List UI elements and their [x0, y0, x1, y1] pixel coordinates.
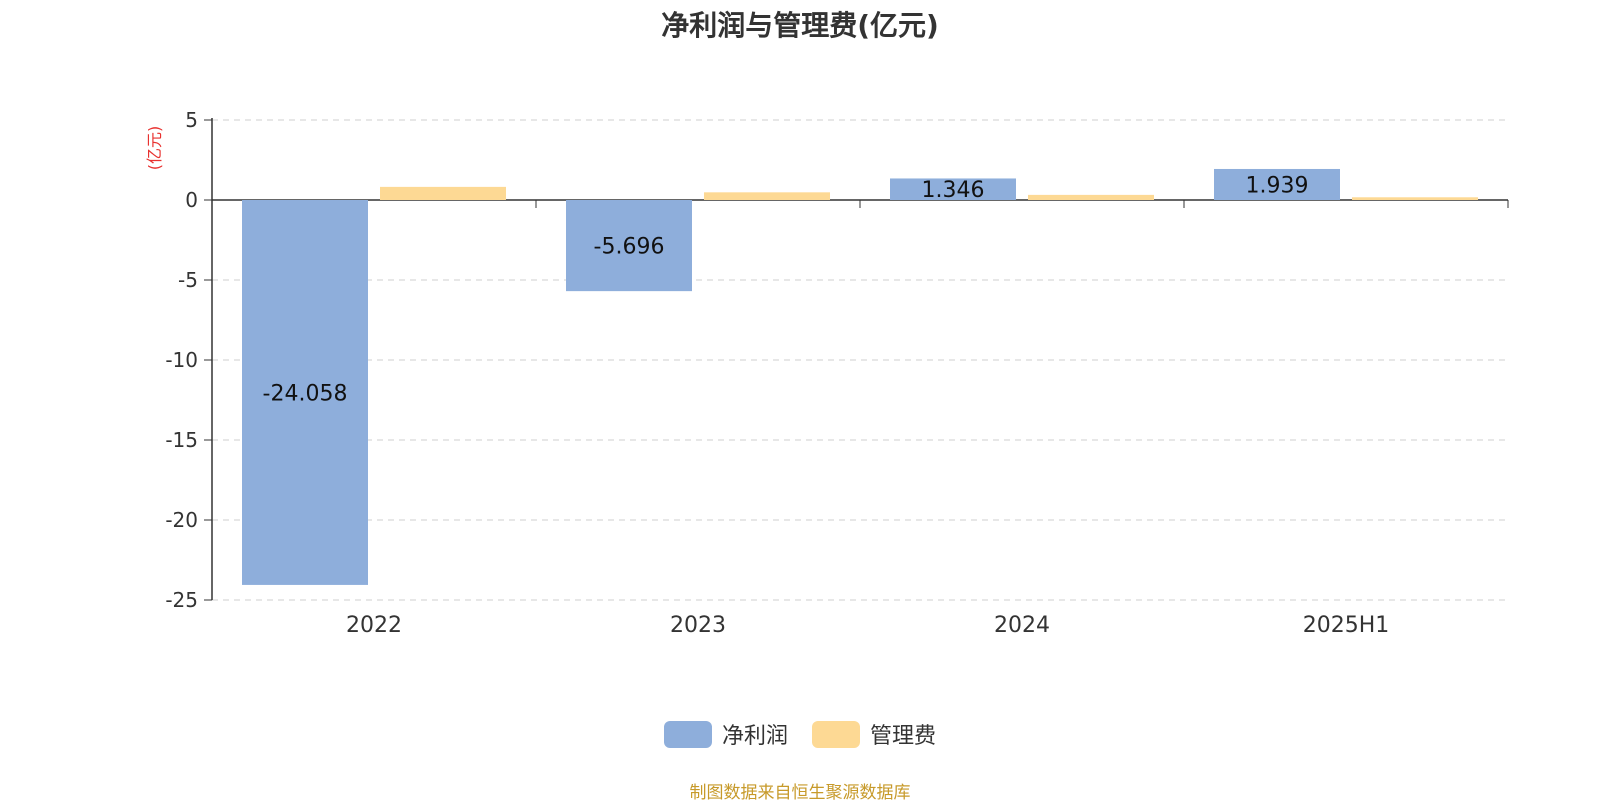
legend-label-net-profit: 净利润 [721, 724, 788, 749]
data-label: 1.346 [922, 178, 985, 203]
legend-label-admin-expense: 管理费 [870, 724, 937, 749]
data-label: -5.696 [594, 235, 665, 260]
x-tick-label: 2023 [670, 613, 726, 638]
bar-net-profit [242, 200, 368, 585]
y-tick-label: -5 [178, 268, 198, 292]
y-tick-label: 5 [185, 108, 198, 132]
legend-swatch-admin-expense [812, 720, 860, 748]
y-tick-label: -10 [165, 348, 198, 372]
y-tick-label: -15 [165, 428, 198, 452]
data-label: -24.058 [263, 381, 348, 406]
legend-item-net-profit[interactable]: 净利润 [663, 718, 788, 750]
legend-item-admin-expense[interactable]: 管理费 [812, 718, 936, 750]
y-tick-label: -25 [165, 588, 198, 612]
bar-admin-expense [1352, 197, 1478, 200]
y-axis-label: (亿元) [145, 126, 164, 171]
bar-admin-expense [1028, 194, 1154, 200]
bar-net-profit [566, 200, 692, 292]
data-source-note: 制图数据来自恒生聚源数据库 [689, 783, 911, 803]
x-tick-label: 2025H1 [1303, 613, 1390, 638]
bar-admin-expense [380, 186, 506, 200]
chart-title: 净利润与管理费(亿元) [661, 9, 939, 42]
x-tick-label: 2024 [994, 613, 1050, 638]
bar-admin-expense [704, 192, 830, 200]
legend-swatch-net-profit [663, 720, 712, 748]
y-tick-label: 0 [185, 188, 198, 212]
data-label: 1.939 [1246, 173, 1309, 198]
y-tick-label: -20 [165, 508, 198, 532]
x-tick-label: 2022 [346, 613, 402, 638]
legend: 净利润 管理费 [0, 718, 1600, 750]
bar-net-profit [890, 178, 1016, 200]
bar-net-profit [1214, 168, 1340, 200]
